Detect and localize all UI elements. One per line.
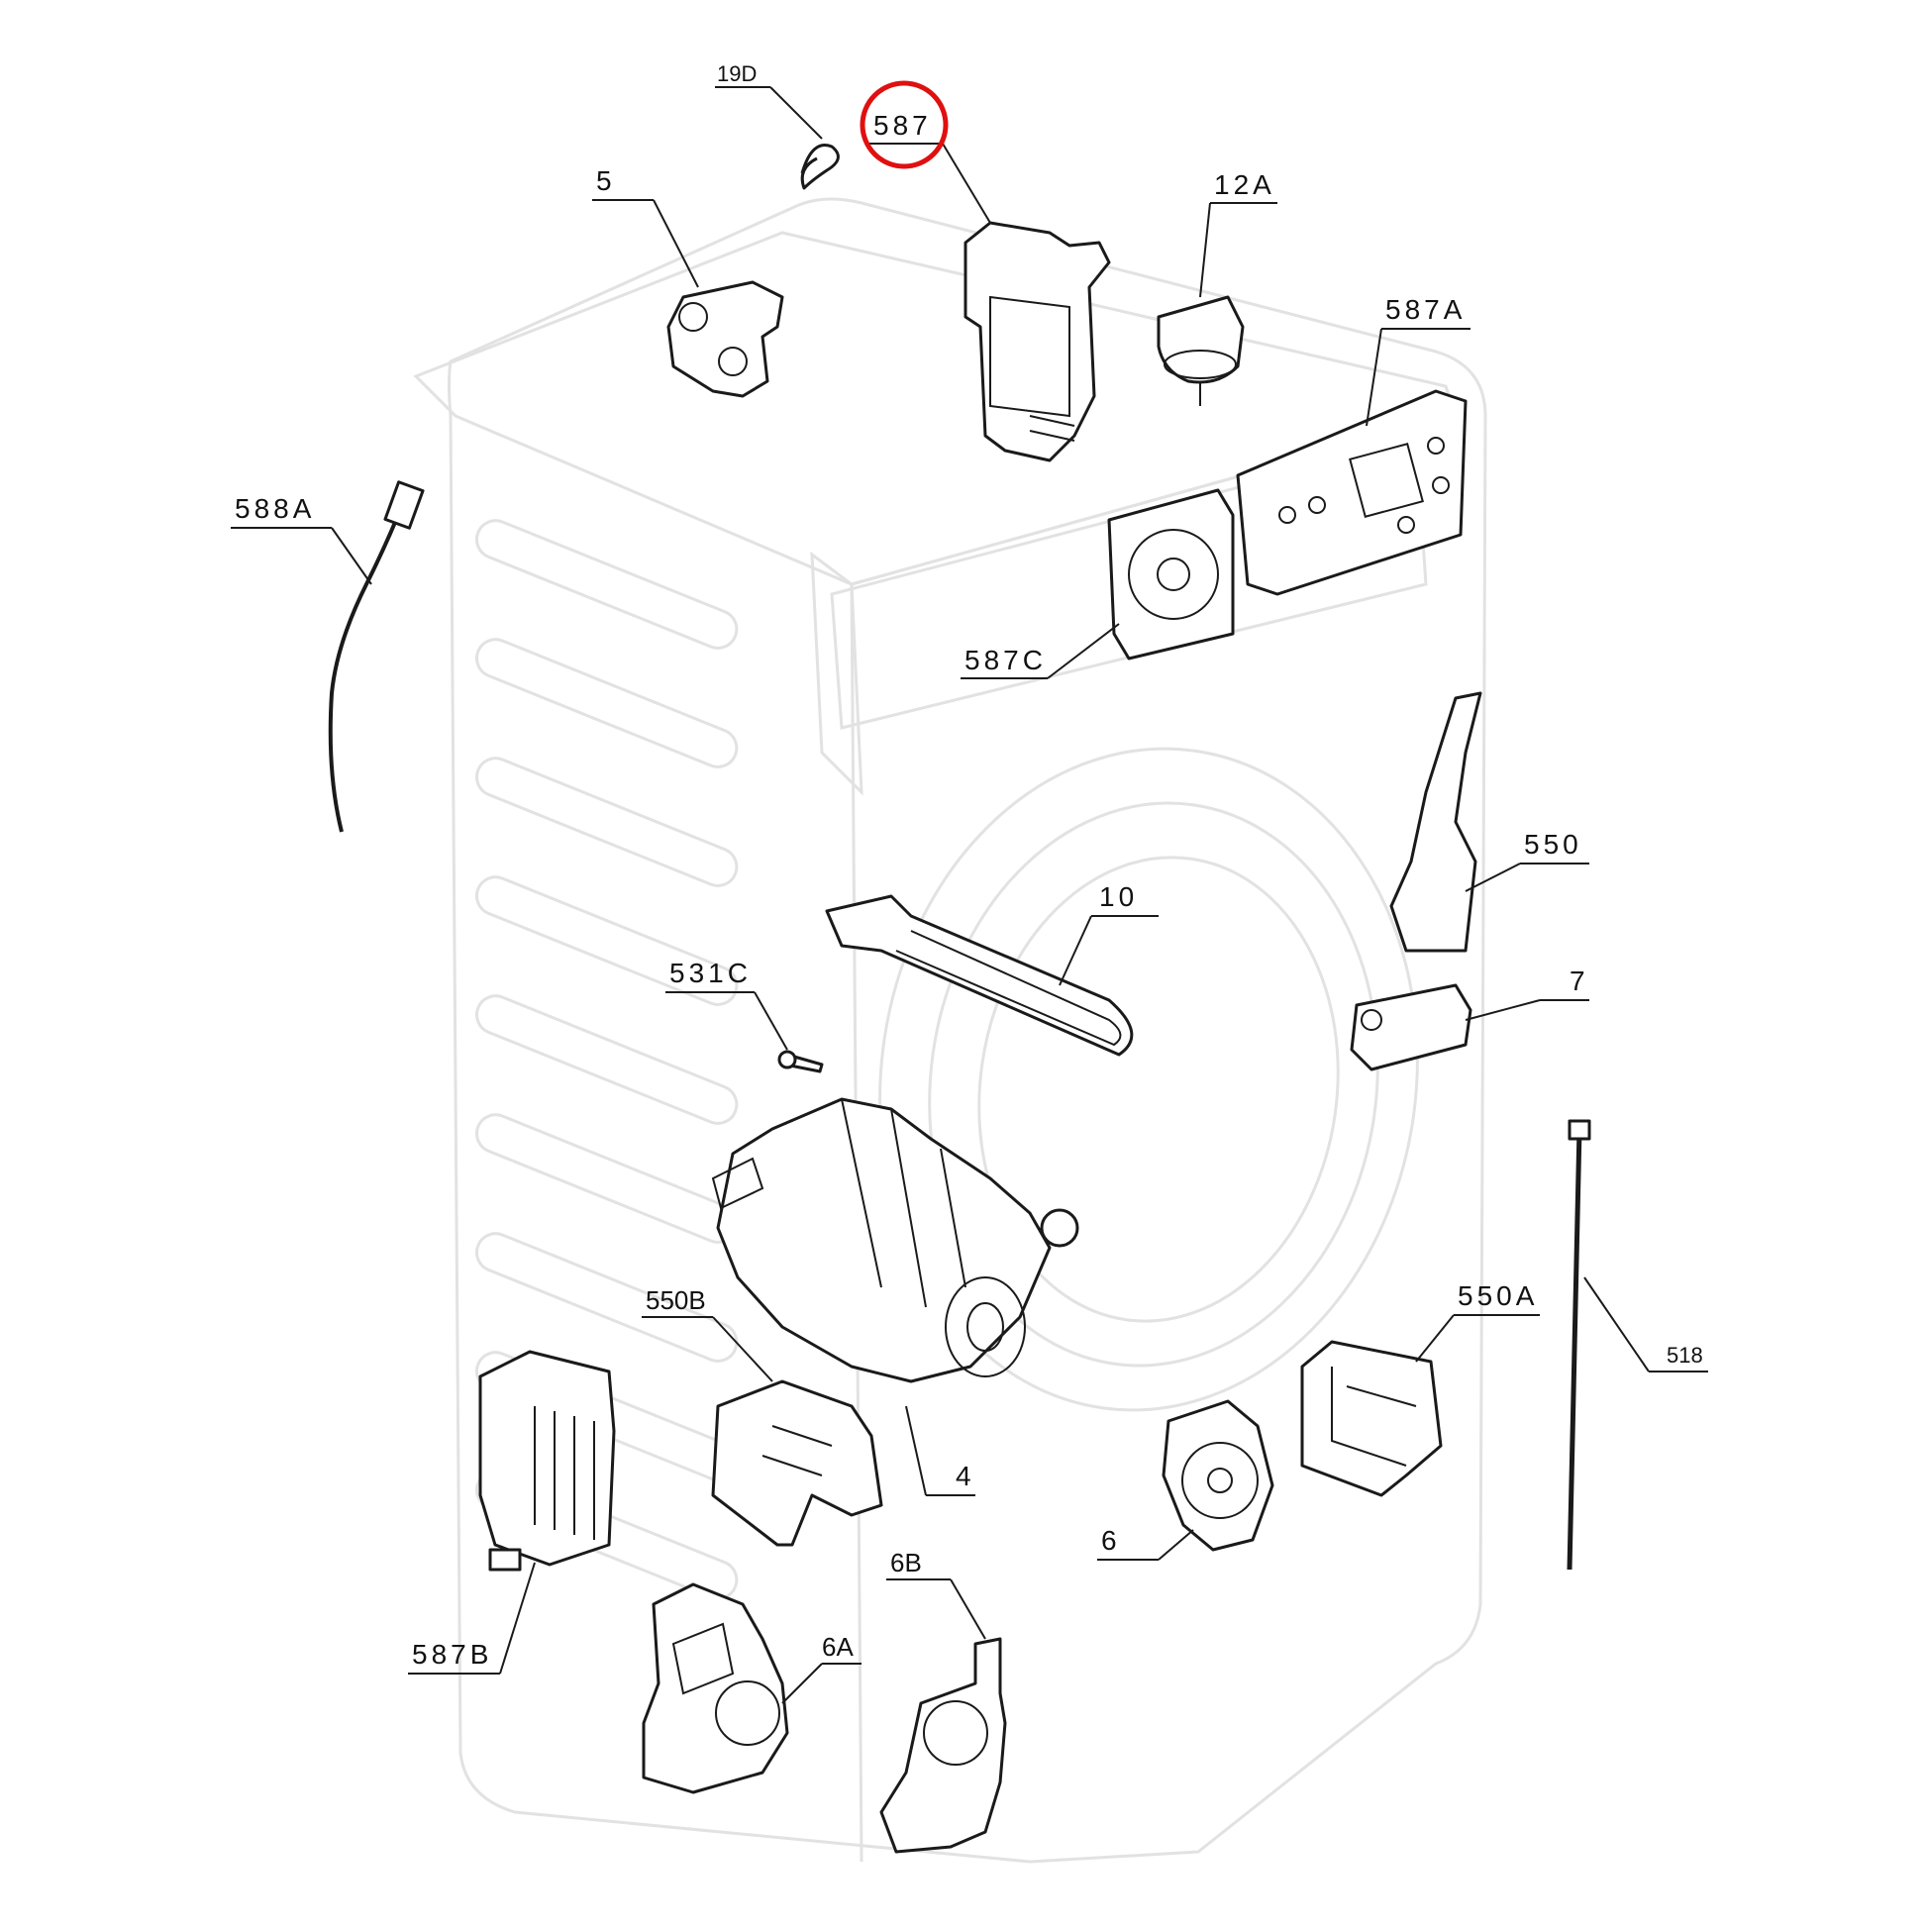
- part-6[interactable]: 6: [1097, 1399, 1274, 1561]
- sensor-rod-icon: [1567, 1128, 1582, 1571]
- hose-clip-icon: [800, 144, 840, 190]
- circulation-pump-icon: [642, 1582, 789, 1794]
- control-module-icon: [964, 221, 1111, 462]
- label-587C: 587C: [964, 645, 1047, 675]
- inlet-valve-icon: [666, 280, 784, 398]
- pressure-switch-icon: [1157, 295, 1245, 384]
- part-12A[interactable]: 12A: [1157, 169, 1277, 406]
- part-587C[interactable]: 587C: [961, 488, 1235, 679]
- part-550B[interactable]: 550B: [642, 1285, 883, 1547]
- label-588A: 588A: [235, 493, 315, 524]
- heating-element-icon: [825, 894, 1134, 1057]
- label-7: 7: [1570, 966, 1589, 996]
- highlight-circle: [860, 80, 949, 169]
- label-6: 6: [1101, 1525, 1121, 1556]
- drain-pump-icon: [879, 1637, 1007, 1854]
- motor-cover-icon: [711, 1379, 883, 1547]
- part-531C[interactable]: 531C: [665, 958, 824, 1073]
- label-518: 518: [1667, 1343, 1703, 1368]
- part-5[interactable]: 5: [592, 165, 784, 398]
- part-518[interactable]: 518: [1567, 1119, 1708, 1571]
- part-550[interactable]: 550: [1389, 691, 1589, 953]
- part-6A[interactable]: 6A: [642, 1582, 862, 1794]
- label-587: 587: [873, 110, 932, 141]
- label-587A: 587A: [1385, 294, 1466, 325]
- power-cord-icon: [328, 489, 410, 833]
- part-4[interactable]: 4: [711, 1097, 1079, 1496]
- side-vent-slots: [474, 519, 739, 1600]
- part-10[interactable]: 10: [825, 881, 1159, 1057]
- label-5: 5: [596, 165, 616, 196]
- label-4: 4: [956, 1461, 975, 1491]
- part-19D[interactable]: 19D: [715, 61, 840, 190]
- part-587A[interactable]: 587A: [1236, 294, 1471, 596]
- pump-icon: [1162, 1399, 1274, 1552]
- label-550: 550: [1524, 829, 1582, 860]
- label-587B: 587B: [412, 1639, 492, 1670]
- part-588A[interactable]: 588A: [231, 480, 425, 833]
- knob-board-icon: [1107, 488, 1235, 661]
- part-587[interactable]: 587: [860, 80, 1111, 462]
- door-lock-icon: [1350, 983, 1472, 1071]
- label-531C: 531C: [669, 958, 752, 988]
- label-550A: 550A: [1458, 1280, 1538, 1311]
- part-550A[interactable]: 550A: [1300, 1280, 1540, 1497]
- label-6A: 6A: [822, 1632, 854, 1662]
- motor-icon: [716, 1097, 1052, 1383]
- label-19D: 19D: [717, 61, 757, 86]
- part-6B[interactable]: 6B: [879, 1548, 1007, 1854]
- label-12A: 12A: [1214, 169, 1275, 200]
- part-7[interactable]: 7: [1350, 966, 1589, 1071]
- label-550B: 550B: [646, 1285, 706, 1315]
- cover-bracket-icon: [1300, 1340, 1443, 1497]
- washer-cabinet-outline: [413, 197, 1487, 1864]
- part-587B[interactable]: 587B: [408, 1350, 616, 1675]
- wire-harness-icon: [1389, 691, 1482, 953]
- filter-box-icon: [478, 1350, 616, 1567]
- label-6B: 6B: [890, 1548, 922, 1577]
- label-10: 10: [1099, 881, 1138, 912]
- display-board-icon: [1236, 389, 1468, 596]
